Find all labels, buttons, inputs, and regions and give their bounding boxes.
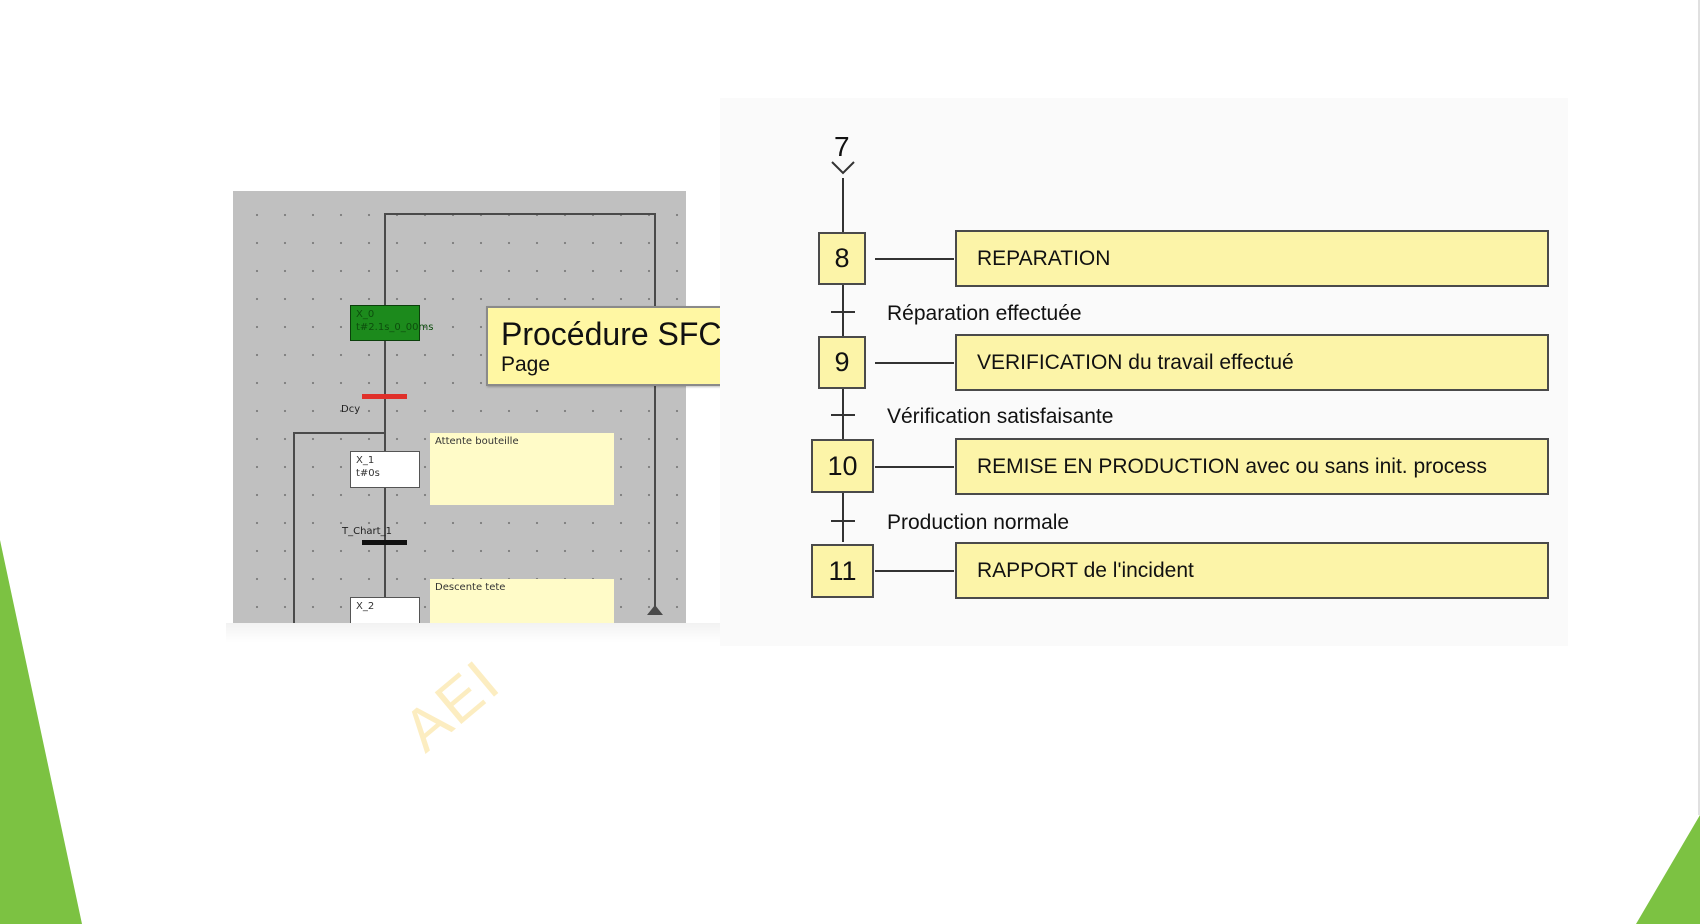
branch-line bbox=[293, 432, 386, 434]
grafcet-step-9: 9 bbox=[818, 336, 866, 389]
transition-production-normale: Production normale bbox=[887, 511, 1070, 534]
action-verification-label: VERIFICATION du travail effectué bbox=[977, 351, 1294, 374]
transition-3-mark bbox=[831, 520, 855, 522]
transition-tchart-label: T_Chart_1 bbox=[342, 526, 392, 537]
origin-arrow-icon bbox=[831, 161, 855, 175]
step-9-action-link bbox=[875, 362, 954, 364]
action-reparation: REPARATION bbox=[955, 230, 1549, 287]
step-9-number: 9 bbox=[834, 347, 850, 377]
action-rapport-incident: RAPPORT de l'incident bbox=[955, 542, 1549, 599]
transition-dcy-label: Dcy bbox=[341, 404, 361, 415]
branch-vertical bbox=[293, 432, 295, 623]
action-descente-tete: Descente tete bbox=[430, 579, 614, 623]
transition-reparation-effectuee: Réparation effectuée bbox=[887, 302, 1082, 325]
action-descente-label: Descente tete bbox=[435, 582, 506, 593]
step-8-number: 8 bbox=[834, 243, 850, 273]
sfc-transition-tchart[interactable] bbox=[362, 540, 407, 545]
step-11-action-link bbox=[875, 570, 954, 572]
action-reparation-label: REPARATION bbox=[977, 247, 1111, 270]
action-verification: VERIFICATION du travail effectué bbox=[955, 334, 1549, 391]
green-triangle-left bbox=[0, 540, 82, 924]
step-x1-name: X_1 bbox=[356, 455, 375, 466]
step-x1-time: t#0s bbox=[356, 468, 380, 479]
action-remise-label: REMISE EN PRODUCTION avec ou sans init. … bbox=[977, 455, 1487, 478]
action-attente-bouteille: Attente bouteille bbox=[430, 433, 614, 505]
grafcet-step-8: 8 bbox=[818, 232, 866, 285]
step-10-action-link bbox=[875, 466, 954, 468]
editor-shadow bbox=[226, 623, 754, 643]
grafcet-step-11: 11 bbox=[811, 544, 874, 598]
step-x0-time: t#2.1s_0_00ms bbox=[356, 322, 434, 333]
sfc-step-x2[interactable]: X_2 bbox=[350, 597, 420, 623]
step-10-number: 10 bbox=[827, 451, 858, 481]
sfc-editor-canvas: X_0 t#2.1s_0_00ms Dcy X_1 t#0s Attente b… bbox=[233, 191, 686, 623]
step-x2-name: X_2 bbox=[356, 601, 375, 612]
sfc-transition-dcy[interactable] bbox=[362, 394, 407, 399]
transition-verification-satisfaisante: Vérification satisfaisante bbox=[887, 405, 1114, 428]
step-8-action-link bbox=[875, 258, 954, 260]
action-rapport-label: RAPPORT de l'incident bbox=[977, 559, 1194, 582]
loop-return-line bbox=[654, 213, 656, 613]
action-attente-label: Attente bouteille bbox=[435, 436, 519, 447]
sfc-tooltip: Procédure SFC Page bbox=[486, 306, 746, 386]
step-x0-name: X_0 bbox=[356, 309, 375, 320]
main-line-upper bbox=[384, 213, 386, 325]
tooltip-title: Procédure SFC bbox=[501, 316, 722, 352]
loop-top-line bbox=[384, 213, 656, 215]
step-11-number: 11 bbox=[828, 556, 857, 586]
sfc-step-x1[interactable]: X_1 t#0s bbox=[350, 451, 420, 488]
transition-1-mark bbox=[831, 311, 855, 313]
loop-return-arrow bbox=[647, 605, 663, 615]
action-remise-en-production: REMISE EN PRODUCTION avec ou sans init. … bbox=[955, 438, 1549, 495]
grafcet-origin-step: 7 bbox=[834, 131, 850, 162]
sfc-step-x0[interactable]: X_0 t#2.1s_0_00ms bbox=[350, 305, 433, 341]
green-triangle-right bbox=[1636, 815, 1700, 924]
grafcet-step-10: 10 bbox=[811, 439, 874, 493]
tooltip-subtitle: Page bbox=[501, 353, 551, 376]
transition-2-mark bbox=[831, 414, 855, 416]
